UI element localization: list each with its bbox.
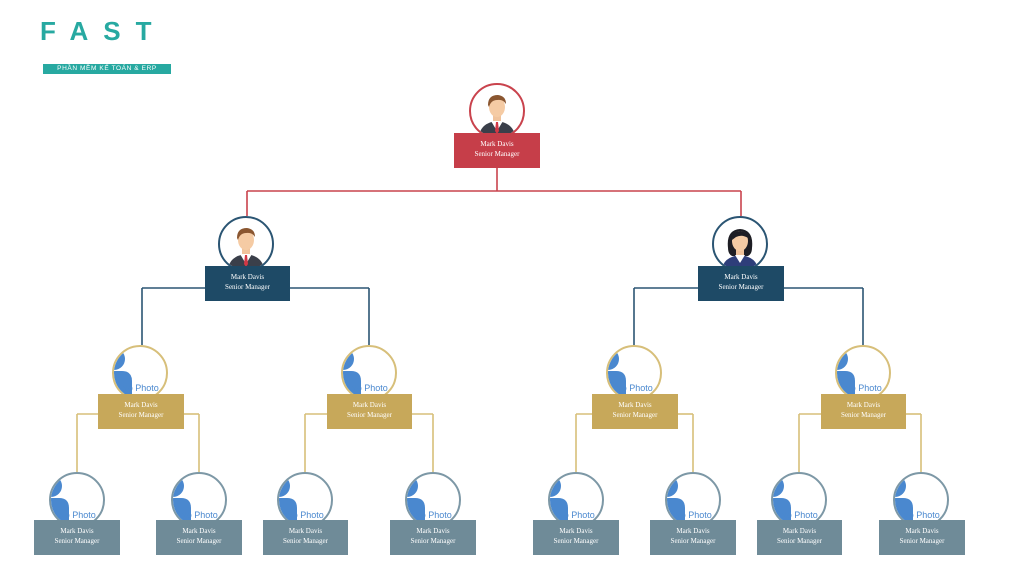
node-name: Mark Davis	[618, 401, 652, 409]
node-title: Senior Manager	[474, 150, 520, 158]
no-photo-label: No Photo	[780, 510, 818, 520]
node-title: Senior Manager	[176, 537, 222, 545]
l1a-name-box: Mark Davis Senior Manager	[34, 520, 120, 555]
person-placeholder-icon	[279, 475, 297, 524]
no-photo-label: No Photo	[674, 510, 712, 520]
node-name: Mark Davis	[288, 527, 323, 535]
right-manager-photo	[712, 216, 768, 272]
level3-connectors	[76, 413, 922, 472]
node-name: Mark Davis	[846, 401, 881, 409]
l2-name-box: Mark Davis Senior Manager	[327, 394, 412, 429]
r2b-name-box: Mark Davis Senior Manager	[879, 520, 965, 555]
left-manager-name-box: Mark Davis Senior Manager	[205, 266, 290, 301]
node-name: Mark Davis	[480, 140, 514, 148]
l1b-photo: No Photo	[171, 472, 227, 528]
node-title: Senior Manager	[841, 411, 886, 419]
node-name: Mark Davis	[352, 401, 387, 409]
node-title: Senior Manager	[612, 411, 658, 419]
node-name: Mark Davis	[676, 527, 710, 535]
no-photo-label: No Photo	[58, 510, 96, 520]
l1-name-box: Mark Davis Senior Manager	[98, 394, 184, 429]
node-title: Senior Manager	[118, 411, 164, 419]
person-placeholder-icon	[667, 475, 685, 524]
node-name: Mark Davis	[559, 527, 593, 535]
node-title: Senior Manager	[718, 283, 764, 291]
r2-name-box: Mark Davis Senior Manager	[821, 394, 906, 429]
person-placeholder-icon	[173, 475, 191, 524]
right-manager-name-box: Mark Davis Senior Manager	[698, 266, 784, 301]
r1-photo: No Photo	[606, 345, 662, 401]
no-photo-label: No Photo	[902, 510, 940, 520]
person-placeholder-icon	[51, 475, 69, 524]
fast-logo: FAST PHẦN MỀM KẾ TOÁN & ERP	[40, 16, 180, 74]
person-placeholder-icon	[773, 475, 791, 524]
l1b-name-box: Mark Davis Senior Manager	[156, 520, 242, 555]
root-photo	[469, 83, 525, 139]
left-manager-photo	[218, 216, 274, 272]
node-name: Mark Davis	[905, 527, 939, 535]
node-title: Senior Manager	[777, 537, 822, 545]
l2b-photo: No Photo	[405, 472, 461, 528]
node-title: Senior Manager	[553, 537, 599, 545]
no-photo-label: No Photo	[286, 510, 324, 520]
node-name: Mark Davis	[416, 527, 450, 535]
l1-photo: No Photo	[112, 345, 168, 401]
level2-connectors	[141, 287, 864, 345]
node-title: Senior Manager	[670, 537, 716, 545]
no-photo-label: No Photo	[414, 510, 452, 520]
node-name: Mark Davis	[782, 527, 817, 535]
node-name: Mark Davis	[182, 527, 216, 535]
l1a-photo: No Photo	[49, 472, 105, 528]
root-connector	[246, 168, 742, 216]
node-name: Mark Davis	[230, 273, 265, 281]
r1-name-box: Mark Davis Senior Manager	[592, 394, 678, 429]
no-photo-label: No Photo	[350, 383, 388, 393]
logo-wordmark: FAST	[40, 16, 167, 46]
node-name: Mark Davis	[124, 401, 158, 409]
person-placeholder-icon	[608, 348, 626, 397]
node-name: Mark Davis	[60, 527, 94, 535]
no-photo-label: No Photo	[557, 510, 595, 520]
no-photo-label: No Photo	[615, 383, 653, 393]
man-avatar-icon	[479, 95, 515, 137]
node-title: Senior Manager	[899, 537, 945, 545]
person-placeholder-icon	[114, 348, 132, 397]
no-photo-label: No Photo	[844, 383, 882, 393]
person-placeholder-icon	[407, 475, 425, 524]
node-title: Senior Manager	[347, 411, 392, 419]
person-placeholder-icon	[895, 475, 913, 524]
person-placeholder-icon	[837, 348, 855, 397]
person-placeholder-icon	[550, 475, 568, 524]
node-title: Senior Manager	[410, 537, 456, 545]
no-photo-label: No Photo	[121, 383, 159, 393]
logo-tagline: PHẦN MỀM KẾ TOÁN & ERP	[43, 64, 171, 74]
r1a-name-box: Mark Davis Senior Manager	[533, 520, 619, 555]
r1b-name-box: Mark Davis Senior Manager	[650, 520, 736, 555]
woman-avatar-icon	[722, 229, 758, 270]
l2a-name-box: Mark Davis Senior Manager	[263, 520, 348, 555]
r1a-photo: No Photo	[548, 472, 604, 528]
r2a-name-box: Mark Davis Senior Manager	[757, 520, 842, 555]
man-avatar-icon	[228, 228, 264, 270]
r2-photo: No Photo	[835, 345, 891, 401]
l2a-photo: No Photo	[277, 472, 333, 528]
node-title: Senior Manager	[225, 283, 270, 291]
root-name-box: Mark Davis Senior Manager	[454, 133, 540, 168]
node-title: Senior Manager	[54, 537, 100, 545]
l2b-name-box: Mark Davis Senior Manager	[390, 520, 476, 555]
person-placeholder-icon	[343, 348, 361, 397]
l2-photo: No Photo	[341, 345, 397, 401]
node-name: Mark Davis	[724, 273, 758, 281]
no-photo-label: No Photo	[180, 510, 218, 520]
node-title: Senior Manager	[283, 537, 328, 545]
